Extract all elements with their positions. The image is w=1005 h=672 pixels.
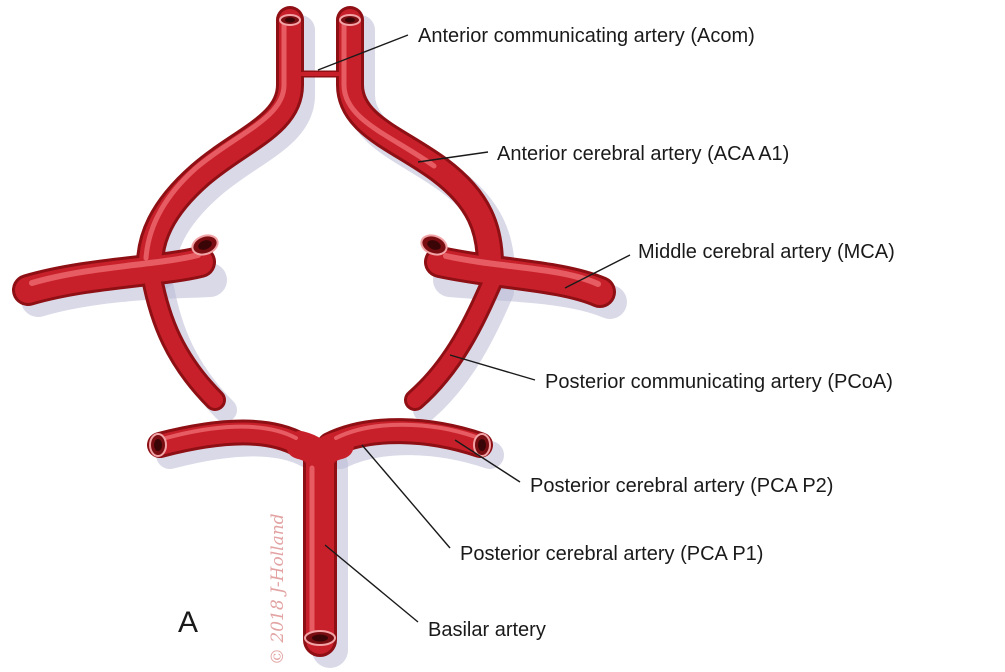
label-pcoa: Posterior communicating artery (PCoA) xyxy=(545,371,893,393)
leader-pca-p1 xyxy=(362,445,450,548)
label-acom: Anterior communicating artery (Acom) xyxy=(418,25,755,47)
label-pca-p2: Posterior cerebral artery (PCA P2) xyxy=(530,475,833,497)
panel-letter: A xyxy=(178,606,198,639)
label-pca-p1: Posterior cerebral artery (PCA P1) xyxy=(460,543,763,565)
label-aca-a1: Anterior cerebral artery (ACA A1) xyxy=(497,143,789,165)
basilar-bifurcation xyxy=(300,445,340,462)
label-basilar: Basilar artery xyxy=(428,619,546,641)
label-mca: Middle cerebral artery (MCA) xyxy=(638,241,895,263)
artist-signature: © 2018 J-Holland xyxy=(268,513,288,665)
